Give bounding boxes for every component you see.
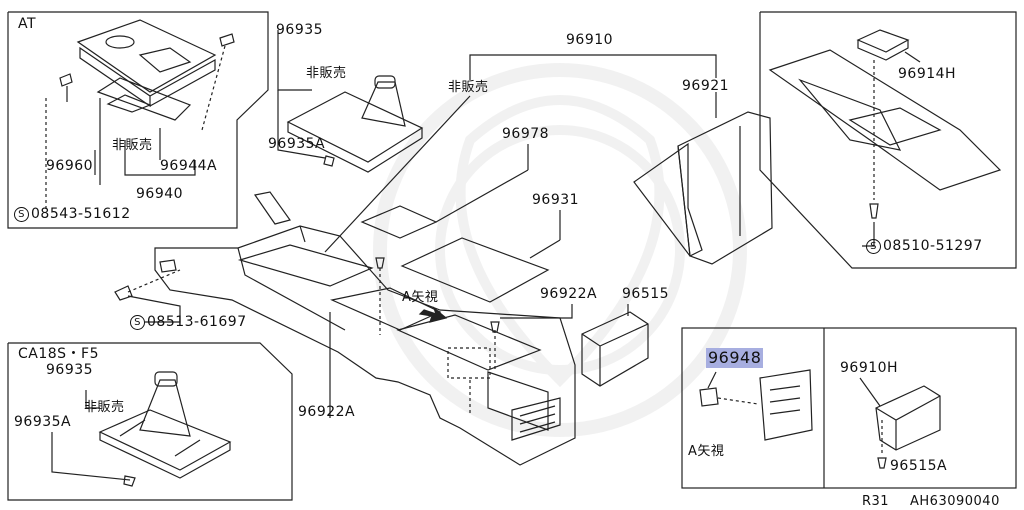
s-circle-icon: S xyxy=(866,238,881,254)
part-label-96978: 96978 xyxy=(502,126,550,142)
pad-96931 xyxy=(400,237,550,303)
a-view-inset-label: A矢視 xyxy=(688,444,725,459)
inset-at-frame xyxy=(7,11,269,229)
a-view-label: A矢視 xyxy=(402,290,439,305)
part-96914H xyxy=(856,29,910,53)
part-96948 xyxy=(699,387,719,407)
inset-ca18-frame xyxy=(7,342,293,501)
a-view-arrow xyxy=(418,306,448,323)
part-96515 xyxy=(581,311,649,387)
watermark-emblem xyxy=(373,63,747,437)
part-label-96515A: 96515A xyxy=(890,458,948,474)
inset-at-title: AT xyxy=(18,16,37,32)
part-96910H xyxy=(875,385,941,451)
screw-ref-text: 08513-61697 xyxy=(147,314,247,330)
footer-diagram-id: AH63090040 xyxy=(910,494,1000,509)
part-label-96935A-ca18: 96935A xyxy=(14,414,72,430)
main-not-sold-label-2: 非販売 xyxy=(448,80,489,95)
inset-ca18-title: CA18S・F5 xyxy=(18,346,100,362)
screw-ref-08513-61697: S 08513-61697 xyxy=(130,314,247,330)
part-label-96914H: 96914H xyxy=(898,66,957,82)
part-label-96515: 96515 xyxy=(622,286,670,302)
part-label-96931: 96931 xyxy=(532,192,580,208)
at-console-panel xyxy=(76,19,217,93)
screw-ref-08510-51297: S 08510-51297 xyxy=(866,238,983,254)
armrest-lid-96921 xyxy=(633,142,703,257)
screw-ref-text: 08543-51612 xyxy=(31,206,131,222)
center-console-body xyxy=(154,225,576,466)
part-label-96935: 96935 xyxy=(276,22,324,38)
part-label-96935-ca18: 96935 xyxy=(46,362,94,378)
part-label-96940: 96940 xyxy=(136,186,184,202)
s-circle-icon: S xyxy=(130,314,145,330)
part-label-96944A: 96944A xyxy=(160,158,218,174)
part-label-96935A: 96935A xyxy=(268,136,326,152)
inset-right-top-frame xyxy=(759,11,1017,269)
screw-ref-08543-51612: S 08543-51612 xyxy=(14,206,131,222)
part-label-96910: 96910 xyxy=(566,32,614,48)
pad-96978 xyxy=(360,205,438,239)
s-circle-icon: S xyxy=(14,206,29,222)
footer-ref-code: R31 xyxy=(862,494,890,509)
part-label-96948-highlighted[interactable]: 96948 xyxy=(706,348,764,368)
inset-at-not-sold-label: 非販売 xyxy=(112,138,153,153)
inset-a-view-frame xyxy=(681,327,1017,489)
part-label-96910H: 96910H xyxy=(840,360,899,376)
part-label-96922A-left: 96922A xyxy=(298,404,356,420)
inset-ca18-not-sold-label: 非販売 xyxy=(84,400,125,415)
part-label-96960: 96960 xyxy=(46,158,94,174)
part-label-96922A-right: 96922A xyxy=(540,286,598,302)
part-label-96921: 96921 xyxy=(682,78,730,94)
screw-ref-text: 08510-51297 xyxy=(883,238,983,254)
main-not-sold-label-1: 非販売 xyxy=(306,66,347,81)
